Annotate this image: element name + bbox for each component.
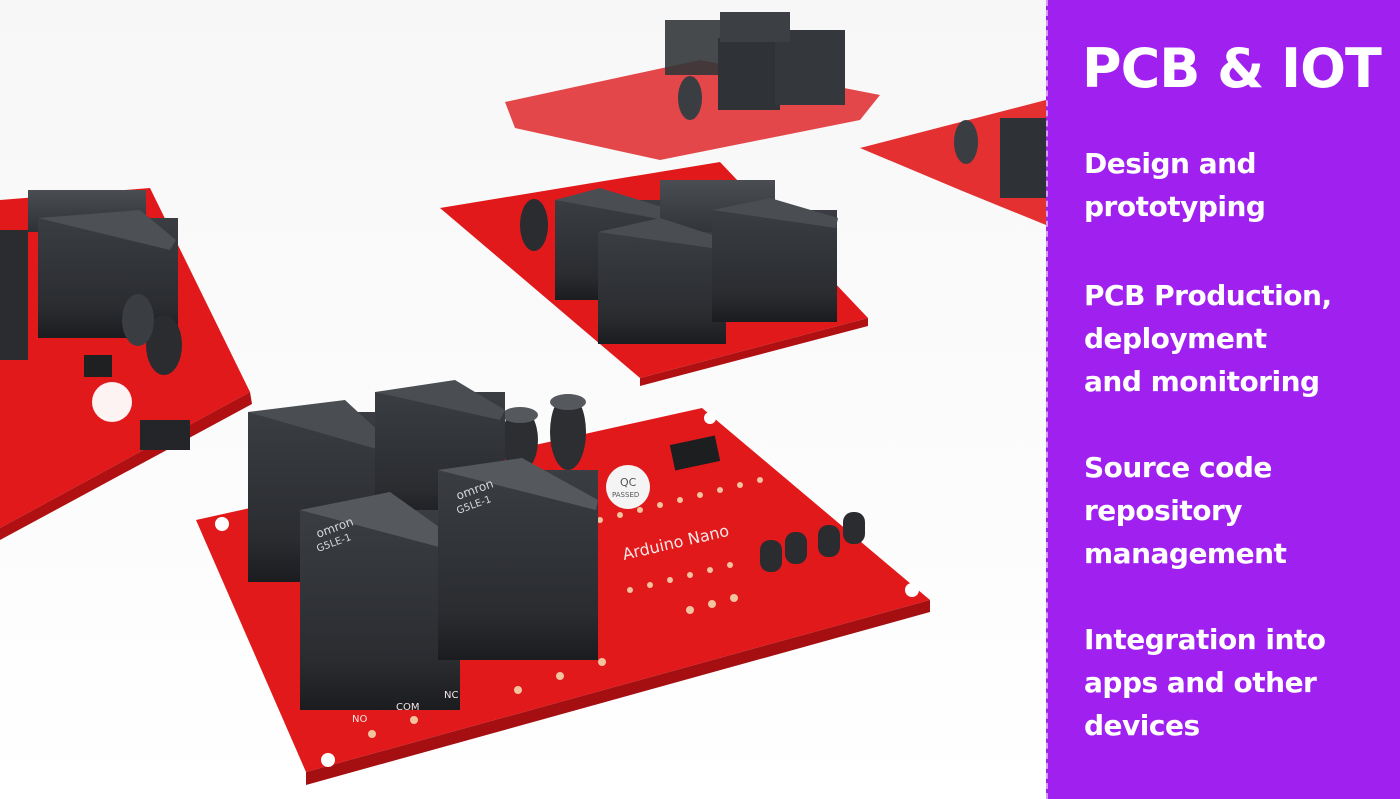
service-line: repository [1084,494,1243,527]
service-line: Integration into [1084,623,1326,656]
silkscreen-com: COM [396,702,419,713]
panel-title: PCB & IOT [1082,37,1382,100]
services-panel: PCB & IOT Design and prototyping PCB Pro… [1046,0,1400,799]
service-item-production: PCB Production, deployment and monitorin… [1084,274,1384,403]
pcb-photo: Arduino Nano QC PASSED NO COM NC omron G… [0,0,1046,799]
pcb-board-front [196,380,930,785]
silkscreen-qc: QC [620,476,637,489]
pcb-photo-illustration: Arduino Nano QC PASSED NO COM NC omron G… [0,0,1046,799]
silkscreen-passed: PASSED [612,491,639,499]
service-line: PCB Production, [1084,279,1332,312]
pcb-board-left [0,188,252,540]
service-line: devices [1084,709,1200,742]
service-line: Design and [1084,147,1257,180]
pcb-board-back [505,12,880,160]
pcb-board-middle [440,162,868,386]
service-line: deployment [1084,322,1267,355]
service-item-integration: Integration into apps and other devices [1084,618,1384,747]
silkscreen-no: NO [352,714,367,725]
pcb-board-right [860,100,1046,225]
service-item-design: Design and prototyping [1084,142,1384,228]
silkscreen-nc: NC [444,690,458,701]
service-line: management [1084,537,1287,570]
service-line: and monitoring [1084,365,1320,398]
service-item-source-code: Source code repository management [1084,446,1384,575]
service-line: prototyping [1084,190,1266,223]
service-line: apps and other [1084,666,1317,699]
service-line: Source code [1084,451,1272,484]
